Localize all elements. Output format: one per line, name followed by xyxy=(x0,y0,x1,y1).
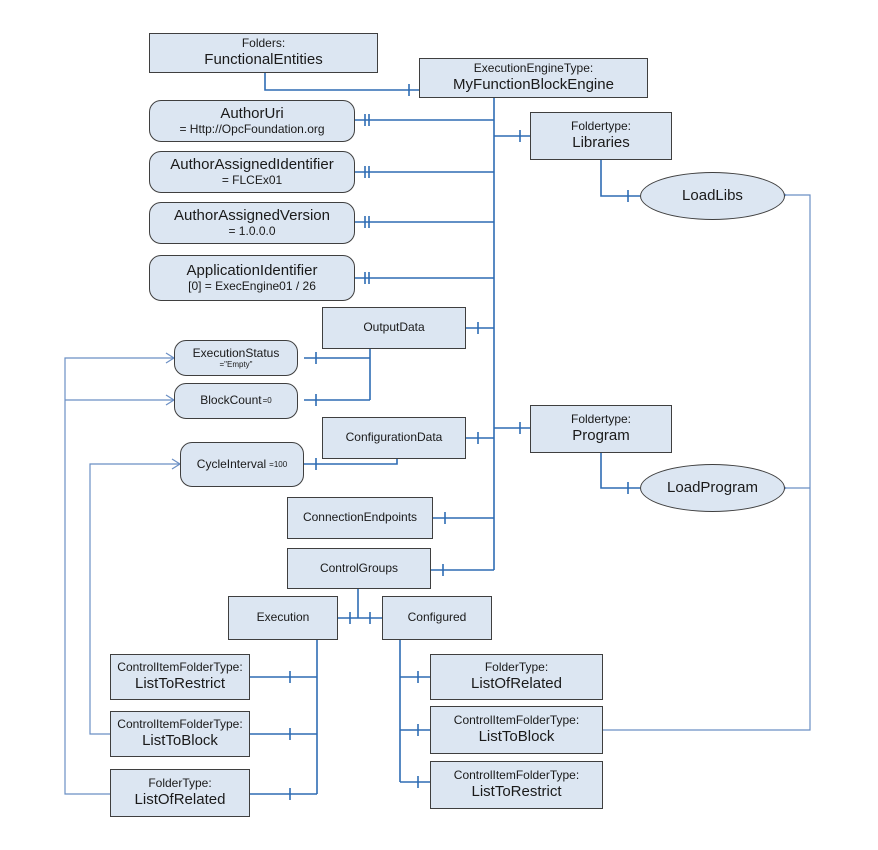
property-value-label: = Http://OpcFoundation.org xyxy=(179,121,325,136)
execution-engine-node[interactable]: ExecutionEngineType: MyFunctionBlockEngi… xyxy=(419,58,648,98)
node-type-label: Foldertype: xyxy=(570,119,632,134)
property-name-label: AuthorAssignedIdentifier xyxy=(170,156,334,174)
node-type-label: FolderType: xyxy=(148,776,212,791)
property-value-label: [0] = ExecEngine01 / 26 xyxy=(188,278,316,293)
node-name-label: ControlGroups xyxy=(319,560,399,575)
execution-list-to-restrict-node[interactable]: ControlItemFolderType: ListToRestrict xyxy=(110,654,250,700)
configured-list-to-block-node[interactable]: ControlItemFolderType: ListToBlock xyxy=(430,706,603,754)
configured-list-of-related-node[interactable]: FolderType: ListOfRelated xyxy=(430,654,603,700)
node-type-label: Foldertype: xyxy=(570,412,632,427)
node-name-label: Libraries xyxy=(572,134,630,152)
node-name-label: FunctionalEntities xyxy=(204,51,323,69)
author-uri-node[interactable]: AuthorUri = Http://OpcFoundation.org xyxy=(149,100,355,142)
property-name-label: AuthorAssignedVersion xyxy=(174,207,330,225)
property-name-label: ExecutionStatus xyxy=(192,345,280,360)
load-libs-method-node[interactable]: LoadLibs xyxy=(640,172,785,220)
connection-endpoints-node[interactable]: ConnectionEndpoints xyxy=(287,497,433,539)
hierarchy-connectors xyxy=(250,68,640,800)
node-type-label: ControlItemFolderType: xyxy=(117,717,243,732)
output-data-node[interactable]: OutputData xyxy=(322,307,466,349)
node-type-label: ExecutionEngineType: xyxy=(473,61,594,76)
node-name-label: Configured xyxy=(407,610,467,625)
node-name-label: ListOfRelated xyxy=(471,675,562,693)
node-name-label: ConfigurationData xyxy=(345,430,443,445)
property-value-label: ="Empty" xyxy=(219,360,253,370)
configured-group-node[interactable]: Configured xyxy=(382,596,492,640)
node-name-label: Program xyxy=(572,427,630,445)
application-identifier-node[interactable]: ApplicationIdentifier [0] = ExecEngine01… xyxy=(149,255,355,301)
property-name-label: AuthorUri xyxy=(220,105,284,123)
node-name-label: ListToBlock xyxy=(478,728,555,746)
property-value-label: =0 xyxy=(262,396,272,406)
node-type-label: ControlItemFolderType: xyxy=(453,713,580,728)
execution-list-of-related-node[interactable]: FolderType: ListOfRelated xyxy=(110,769,250,817)
reference-connectors xyxy=(64,189,811,795)
property-value-label: = 1.0.0.0 xyxy=(228,223,276,238)
node-name-label: Execution xyxy=(256,610,310,625)
node-name-label: ConnectionEndpoints xyxy=(302,510,418,525)
load-program-method-node[interactable]: LoadProgram xyxy=(640,464,785,512)
property-name-label: ApplicationIdentifier xyxy=(186,262,318,280)
property-name-label: CycleInterval xyxy=(196,456,267,471)
program-folder-node[interactable]: Foldertype: Program xyxy=(530,405,672,453)
node-name-label: OutputData xyxy=(363,320,425,335)
folders-functional-entities-node[interactable]: Folders: FunctionalEntities xyxy=(149,33,378,73)
block-count-node[interactable]: BlockCount =0 xyxy=(174,383,298,419)
execution-status-node[interactable]: ExecutionStatus ="Empty" xyxy=(174,340,298,376)
property-value-label: =100 xyxy=(269,459,288,469)
method-name-label: LoadProgram xyxy=(667,479,758,497)
property-value-label: = FLCEx01 xyxy=(221,172,283,187)
libraries-folder-node[interactable]: Foldertype: Libraries xyxy=(530,112,672,160)
property-name-label: BlockCount xyxy=(200,393,262,408)
cycle-interval-node[interactable]: CycleInterval =100 xyxy=(180,442,304,487)
node-name-label: ListToBlock xyxy=(142,732,218,750)
execution-group-node[interactable]: Execution xyxy=(228,596,338,640)
node-type-label: ControlItemFolderType: xyxy=(453,768,580,783)
node-type-label: FolderType: xyxy=(484,660,549,675)
author-assigned-version-node[interactable]: AuthorAssignedVersion = 1.0.0.0 xyxy=(149,202,355,244)
node-type-label: Folders: xyxy=(241,36,286,51)
control-groups-node[interactable]: ControlGroups xyxy=(287,548,431,589)
execution-list-to-block-node[interactable]: ControlItemFolderType: ListToBlock xyxy=(110,711,250,757)
node-name-label: ListToRestrict xyxy=(134,675,226,693)
method-name-label: LoadLibs xyxy=(682,187,743,205)
configured-list-to-restrict-node[interactable]: ControlItemFolderType: ListToRestrict xyxy=(430,761,603,809)
node-name-label: ListOfRelated xyxy=(134,791,226,809)
configuration-data-node[interactable]: ConfigurationData xyxy=(322,417,466,459)
node-name-label: ListToRestrict xyxy=(471,783,562,801)
node-name-label: MyFunctionBlockEngine xyxy=(453,76,614,94)
author-assigned-identifier-node[interactable]: AuthorAssignedIdentifier = FLCEx01 xyxy=(149,151,355,193)
node-type-label: ControlItemFolderType: xyxy=(117,660,243,675)
